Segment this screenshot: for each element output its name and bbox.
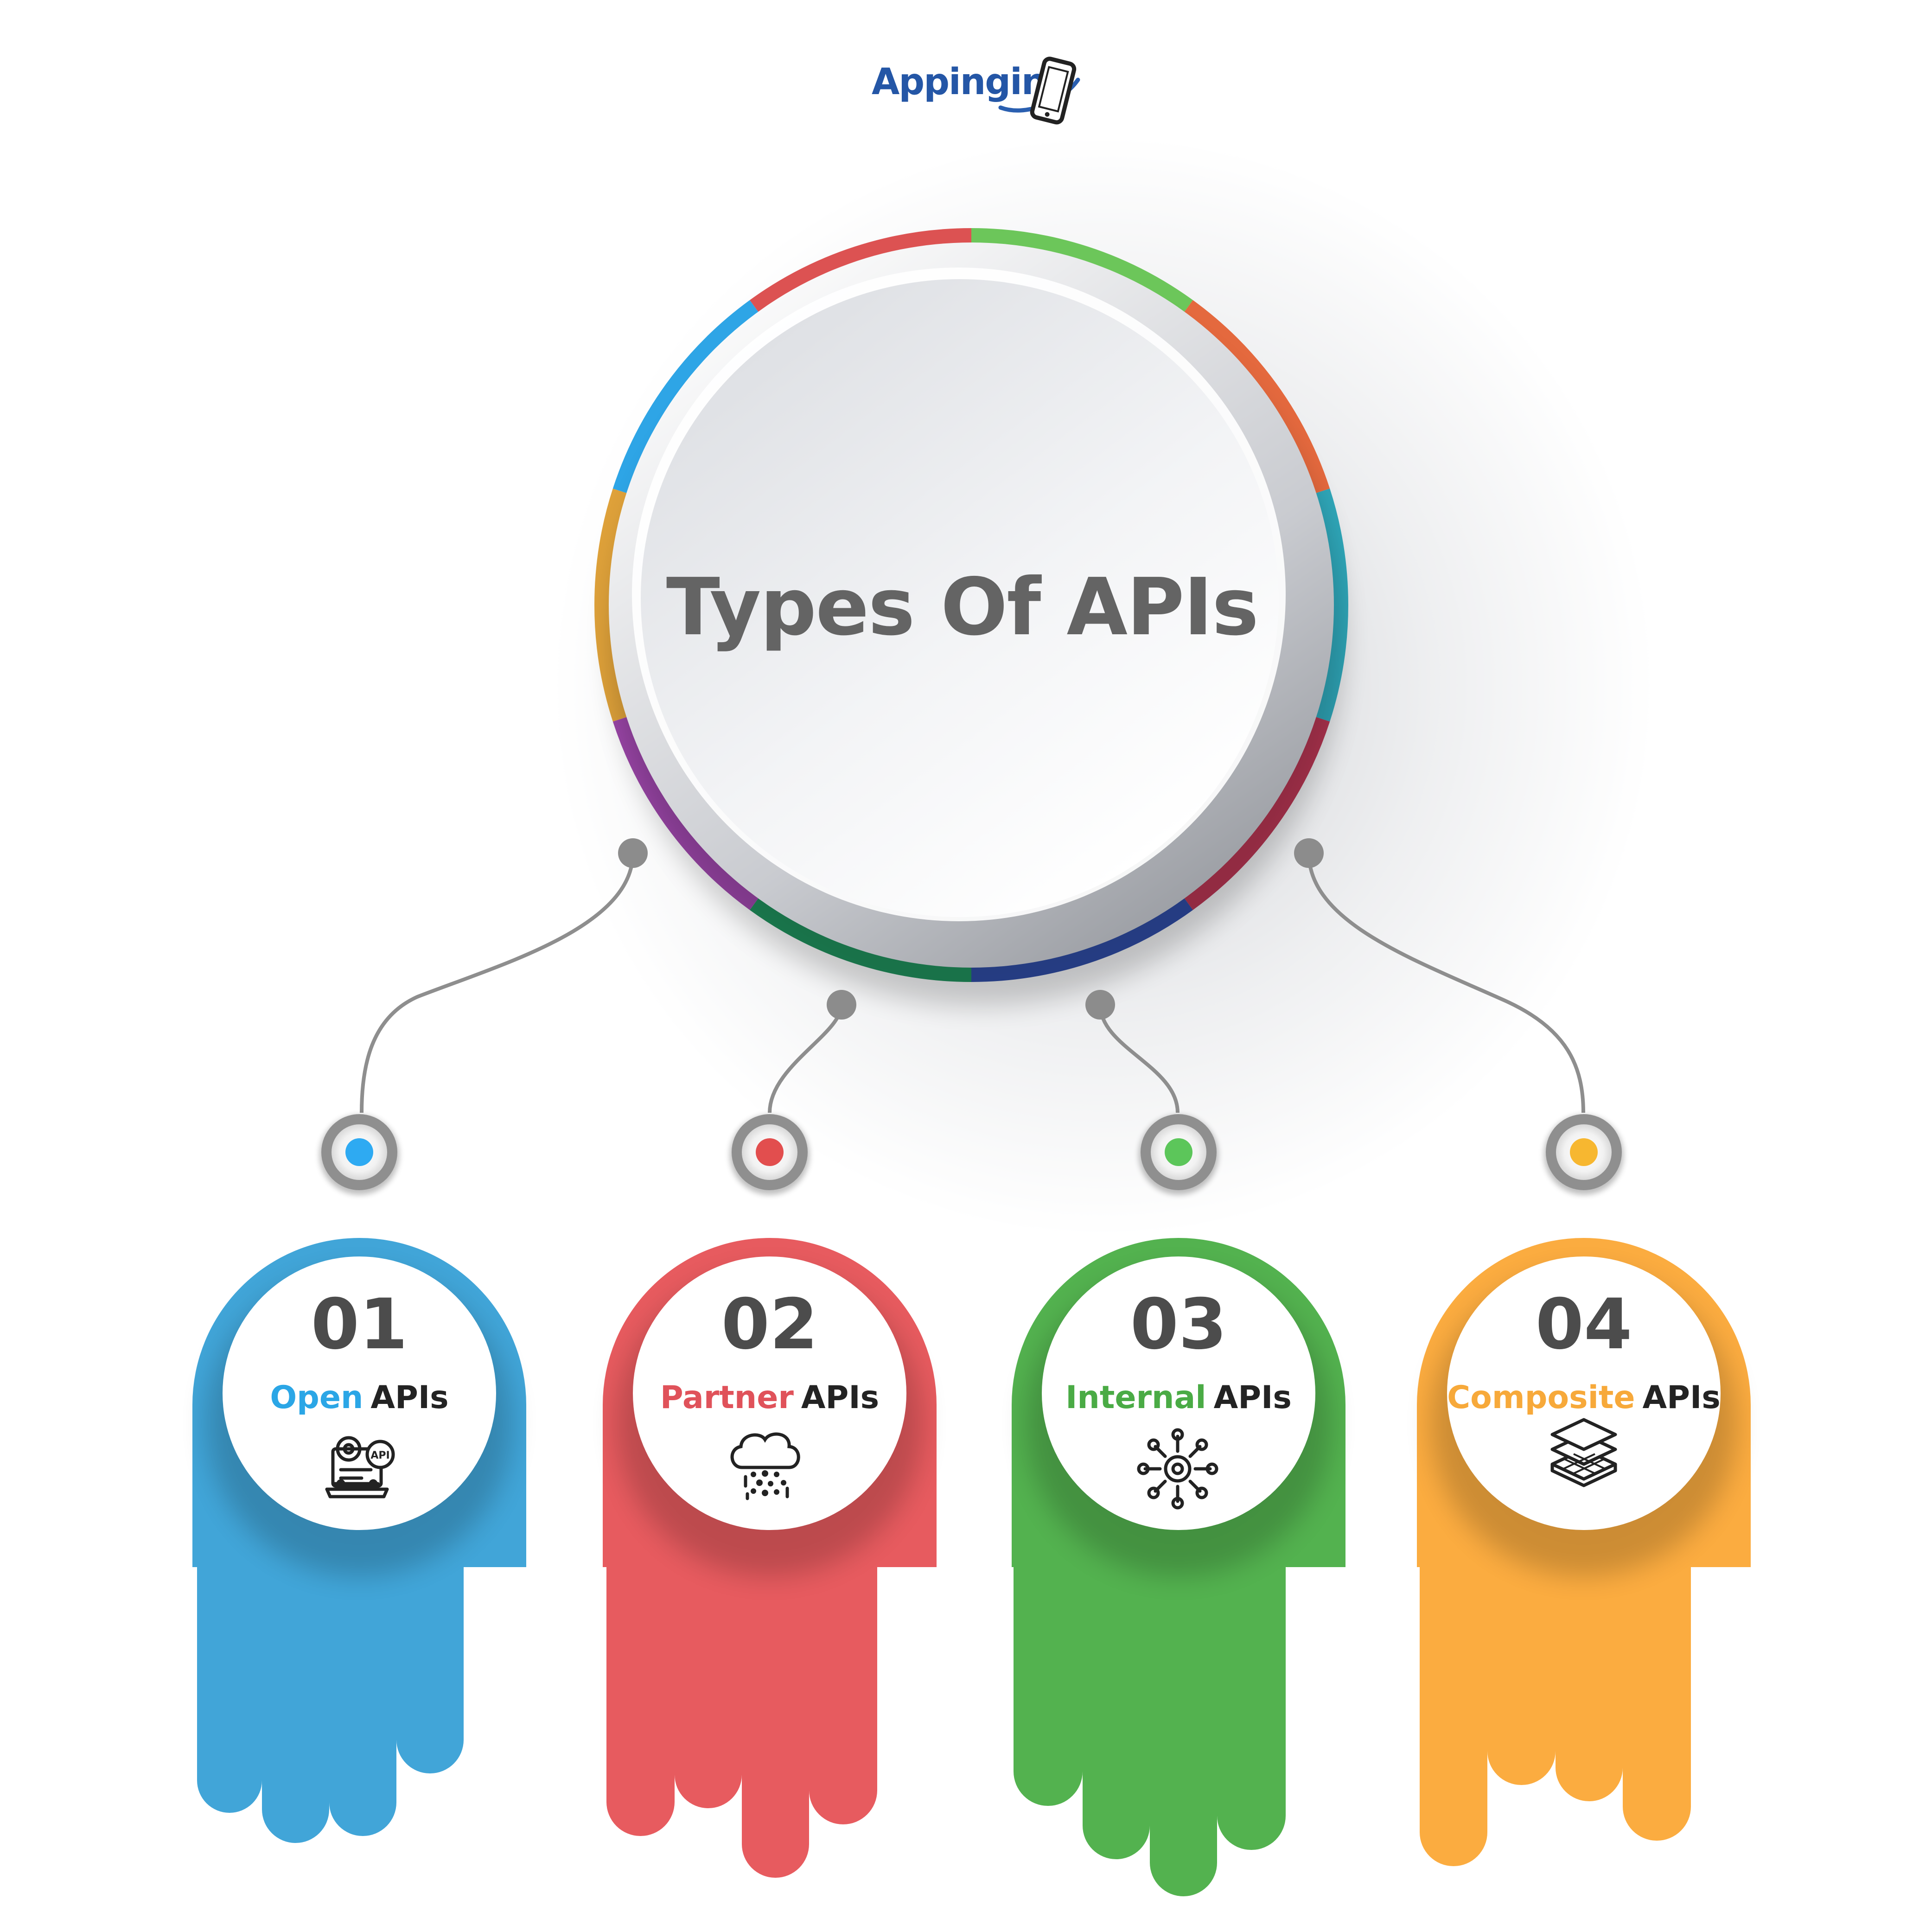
page-title: Types Of APIs bbox=[666, 561, 1259, 653]
card-drip bbox=[675, 1562, 742, 1808]
card-drip bbox=[197, 1562, 262, 1813]
card-content-disc bbox=[1447, 1256, 1721, 1530]
data-cloud-icon bbox=[730, 1432, 800, 1500]
svg-text:API: API bbox=[370, 1450, 389, 1461]
title-disc-face bbox=[641, 279, 1279, 917]
card-drip bbox=[1420, 1562, 1487, 1866]
api-card-02 bbox=[603, 1114, 937, 1878]
connector-lines bbox=[360, 853, 1585, 1113]
layers-icon bbox=[1550, 1418, 1617, 1487]
connector-node-01 bbox=[618, 838, 648, 868]
connector-node-04 bbox=[1294, 838, 1324, 868]
card-title-highlight: Composite bbox=[1447, 1379, 1635, 1416]
card-drip bbox=[809, 1562, 877, 1824]
card-drip bbox=[1623, 1562, 1691, 1841]
connector-node-03 bbox=[1085, 990, 1115, 1020]
card-title-suffix: APIs bbox=[1213, 1379, 1292, 1416]
connector-line-01 bbox=[360, 853, 635, 1113]
card-color-dot bbox=[1165, 1138, 1192, 1166]
connector-line-02 bbox=[768, 1004, 843, 1113]
card-drip bbox=[742, 1562, 809, 1878]
card-color-dot bbox=[345, 1138, 373, 1166]
card-drip bbox=[1556, 1562, 1623, 1801]
card-number-03: 03 bbox=[1130, 1284, 1227, 1365]
api-laptop-icon: API bbox=[325, 1436, 395, 1498]
card-title-suffix: APIs bbox=[370, 1379, 449, 1416]
card-title-highlight: Partner bbox=[660, 1379, 794, 1416]
phone-icon bbox=[998, 57, 1080, 125]
card-title-suffix: APIs bbox=[801, 1379, 880, 1416]
network-gear-icon bbox=[1137, 1428, 1218, 1510]
card-drip bbox=[1014, 1562, 1083, 1806]
connector-line-04 bbox=[1307, 853, 1585, 1113]
card-number-02: 02 bbox=[721, 1284, 818, 1365]
api-card-01 bbox=[192, 1114, 526, 1843]
connector-node-02 bbox=[827, 990, 856, 1020]
ring-segment bbox=[971, 228, 1193, 316]
card-title-highlight: Internal bbox=[1065, 1379, 1206, 1416]
card-drip bbox=[329, 1562, 396, 1836]
card-drip bbox=[262, 1562, 329, 1843]
card-drip bbox=[606, 1562, 675, 1836]
card-color-dot bbox=[756, 1138, 784, 1166]
card-drip bbox=[396, 1562, 464, 1773]
card-drip bbox=[1217, 1562, 1286, 1850]
card-color-dot bbox=[1570, 1138, 1598, 1166]
ring-segment bbox=[594, 488, 631, 722]
card-title-suffix: APIs bbox=[1642, 1379, 1721, 1416]
api-card-03 bbox=[1012, 1114, 1345, 1896]
card-drip bbox=[1150, 1562, 1217, 1896]
card-content-disc bbox=[633, 1256, 906, 1530]
api-cards bbox=[192, 1114, 1751, 1896]
card-number-04: 04 bbox=[1535, 1284, 1632, 1365]
card-drip bbox=[1083, 1562, 1150, 1859]
card-title-highlight: Open bbox=[270, 1379, 363, 1416]
card-content-disc bbox=[1042, 1256, 1315, 1530]
ring-segment bbox=[750, 228, 972, 316]
api-card-04 bbox=[1417, 1114, 1751, 1866]
card-number-01: 01 bbox=[311, 1284, 408, 1365]
card-content-disc bbox=[223, 1256, 496, 1530]
card-drip bbox=[1487, 1562, 1556, 1785]
ring-segment bbox=[612, 300, 761, 495]
ring-segment bbox=[1181, 300, 1330, 495]
connector-line-03 bbox=[1098, 1004, 1180, 1113]
connector-nodes bbox=[618, 838, 1324, 1020]
brand-logo: Appingine bbox=[872, 46, 1085, 139]
